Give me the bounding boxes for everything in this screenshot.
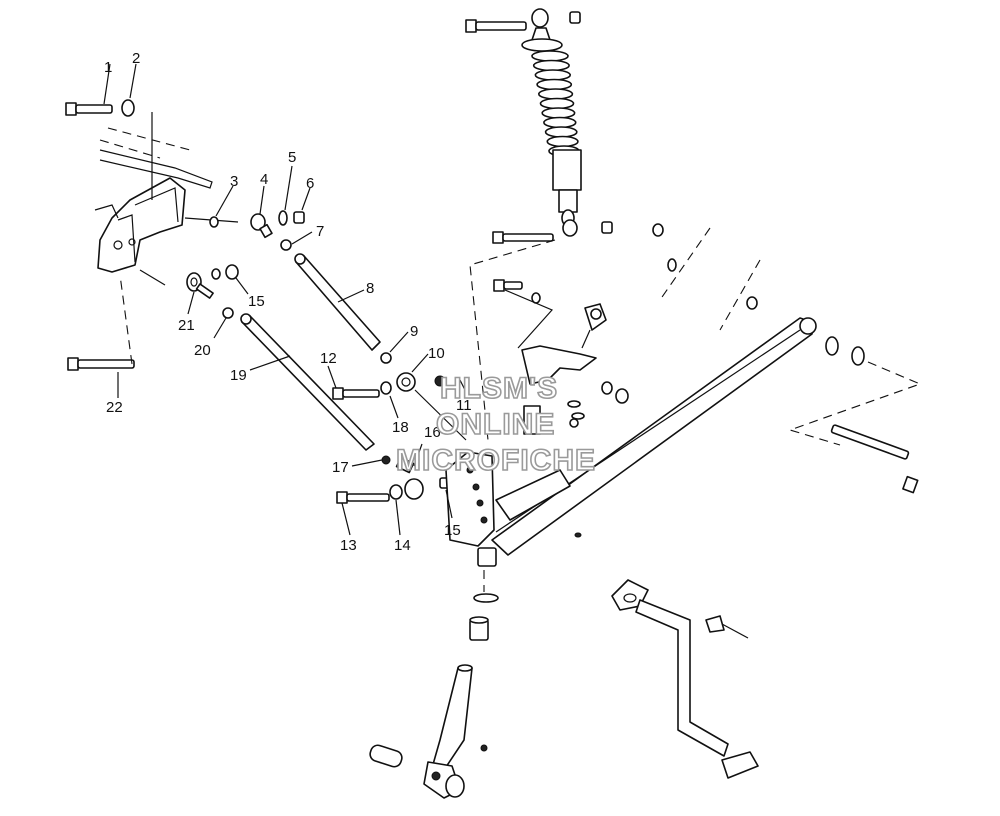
callout-numbers: 1 2 3 4 5 6 7 8 9 10 11 12 13 14 15 15 1… — [104, 50, 472, 554]
spring-coil — [532, 59, 570, 72]
nut-17 — [381, 455, 391, 465]
nut-7 — [280, 239, 292, 251]
callout-16: 16 — [424, 424, 441, 441]
watermark: HLSM'S ONLINE MICROFICHE — [395, 371, 596, 478]
callout-17: 17 — [332, 459, 349, 476]
callout-6: 6 — [306, 175, 314, 192]
nut-20 — [222, 307, 234, 319]
spring-coil — [539, 97, 575, 110]
callout-15-upper: 15 — [248, 293, 265, 310]
callout-15-lower: 15 — [444, 522, 461, 539]
callout-19: 19 — [230, 367, 247, 384]
callout-1: 1 — [104, 59, 112, 76]
callout-7: 7 — [316, 223, 324, 240]
nut-6 — [293, 211, 305, 224]
callout-5: 5 — [288, 149, 296, 166]
spring-coil — [546, 135, 579, 148]
spring-coil — [537, 88, 574, 100]
brake-pedal — [611, 579, 759, 779]
callout-12: 12 — [320, 350, 337, 367]
ball-joint — [581, 303, 607, 349]
watermark-line-2: ONLINE — [436, 408, 555, 441]
callout-13: 13 — [340, 537, 357, 554]
bushing-15-upper — [211, 264, 239, 280]
callout-22: 22 — [106, 399, 123, 416]
bolt-22 — [67, 274, 135, 371]
frame-bracket — [94, 112, 239, 286]
spindle — [369, 570, 499, 799]
washer-5 — [278, 210, 288, 226]
callout-21: 21 — [178, 317, 195, 334]
callout-14: 14 — [394, 537, 411, 554]
watermark-line-1: HLSM'S — [440, 372, 558, 405]
watermark-line-3: MICROFICHE — [396, 444, 596, 477]
bolt-1 — [65, 102, 113, 116]
spring-coil — [534, 69, 571, 81]
pivot-bolt-4 — [250, 213, 273, 239]
spring-coil — [541, 107, 576, 119]
trailing-arm — [445, 317, 817, 567]
callout-20: 20 — [194, 342, 211, 359]
washer-2 — [121, 99, 135, 117]
callout-18: 18 — [392, 419, 409, 436]
spring-coil — [531, 50, 569, 62]
callout-10: 10 — [428, 345, 445, 362]
washer-3 — [209, 216, 219, 228]
callout-8: 8 — [366, 280, 374, 297]
leader-lines — [103, 63, 469, 536]
spring-coil — [544, 126, 578, 138]
pivot-hardware-right — [652, 223, 922, 494]
callout-2: 2 — [132, 50, 140, 67]
shock-absorber — [465, 8, 613, 244]
rod-end-21 — [186, 272, 214, 299]
bolt-13 — [336, 491, 390, 504]
callout-11: 11 — [456, 397, 472, 414]
upper-link-bracket — [469, 239, 629, 441]
bolt-12 — [332, 387, 380, 400]
washer-14 — [389, 484, 403, 500]
spring-coil — [536, 78, 573, 91]
callout-4: 4 — [260, 171, 268, 188]
spacer-10 — [396, 372, 416, 392]
steering-knuckle-plate — [445, 451, 497, 567]
callout-9: 9 — [410, 323, 418, 340]
spring-coil — [543, 116, 577, 129]
nut-9 — [380, 352, 392, 364]
tube-19 — [240, 313, 375, 451]
tube-8 — [294, 253, 381, 351]
bushing-18 — [380, 381, 392, 395]
callout-3: 3 — [230, 173, 238, 190]
nut-10b — [434, 375, 446, 387]
spacer-16 — [395, 456, 424, 500]
